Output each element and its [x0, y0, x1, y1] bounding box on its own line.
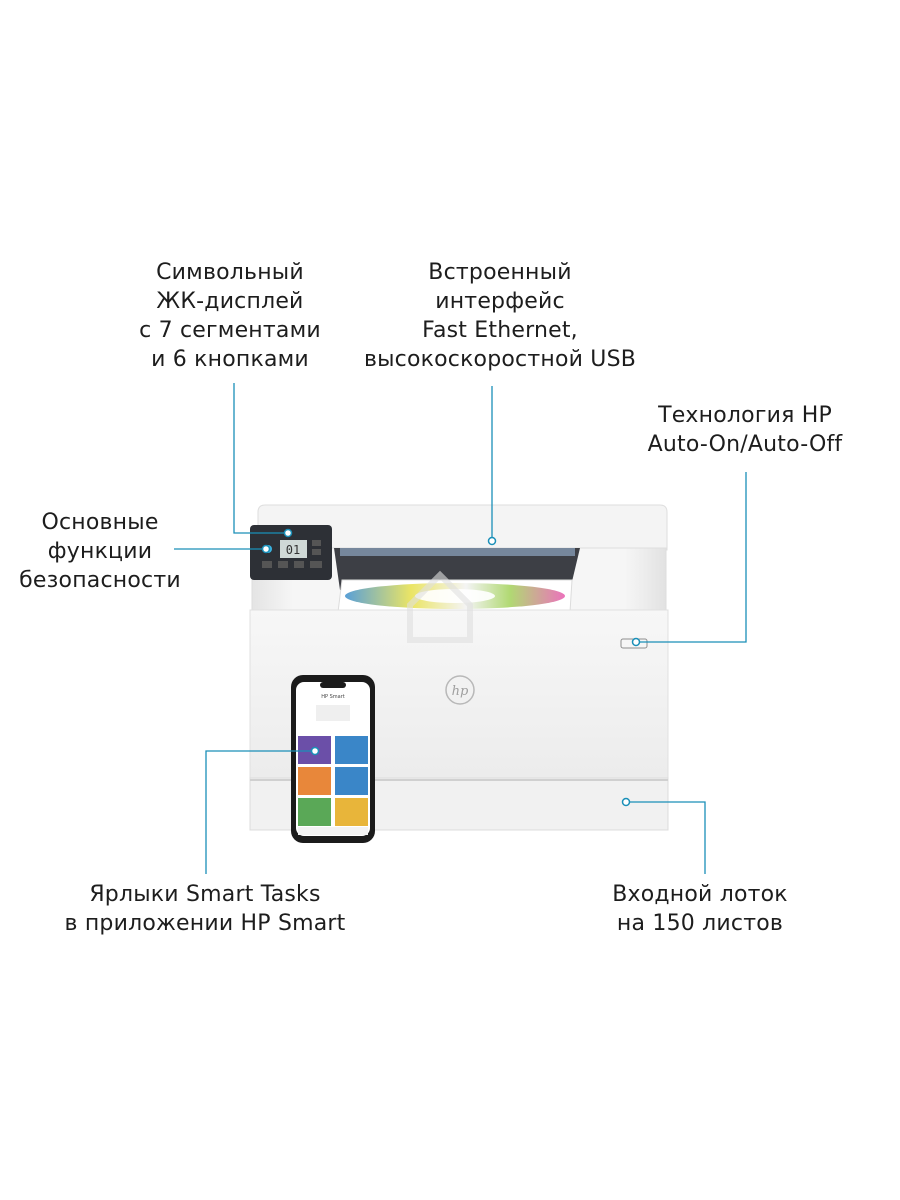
callout-auto-on-off: Технология HP Auto-On/Auto-Off — [647, 403, 843, 457]
svg-text:hp: hp — [452, 684, 469, 699]
callout-interface: Встроенный интерфейс Fast Ethernet, высо… — [363, 260, 637, 372]
callout-input-tray: Входной лоток на 150 листов — [612, 882, 788, 936]
callout-smart-tasks: Ярлыки Smart Tasks в приложении HP Smart — [64, 882, 346, 936]
callout-lcd: Символьный ЖК-дисплей с 7 сегментами и 6… — [139, 260, 321, 372]
callout-security: Основные функции безопасности — [19, 510, 181, 593]
phone-app-title: HP Smart — [321, 694, 345, 700]
svg-text:01: 01 — [286, 543, 300, 557]
